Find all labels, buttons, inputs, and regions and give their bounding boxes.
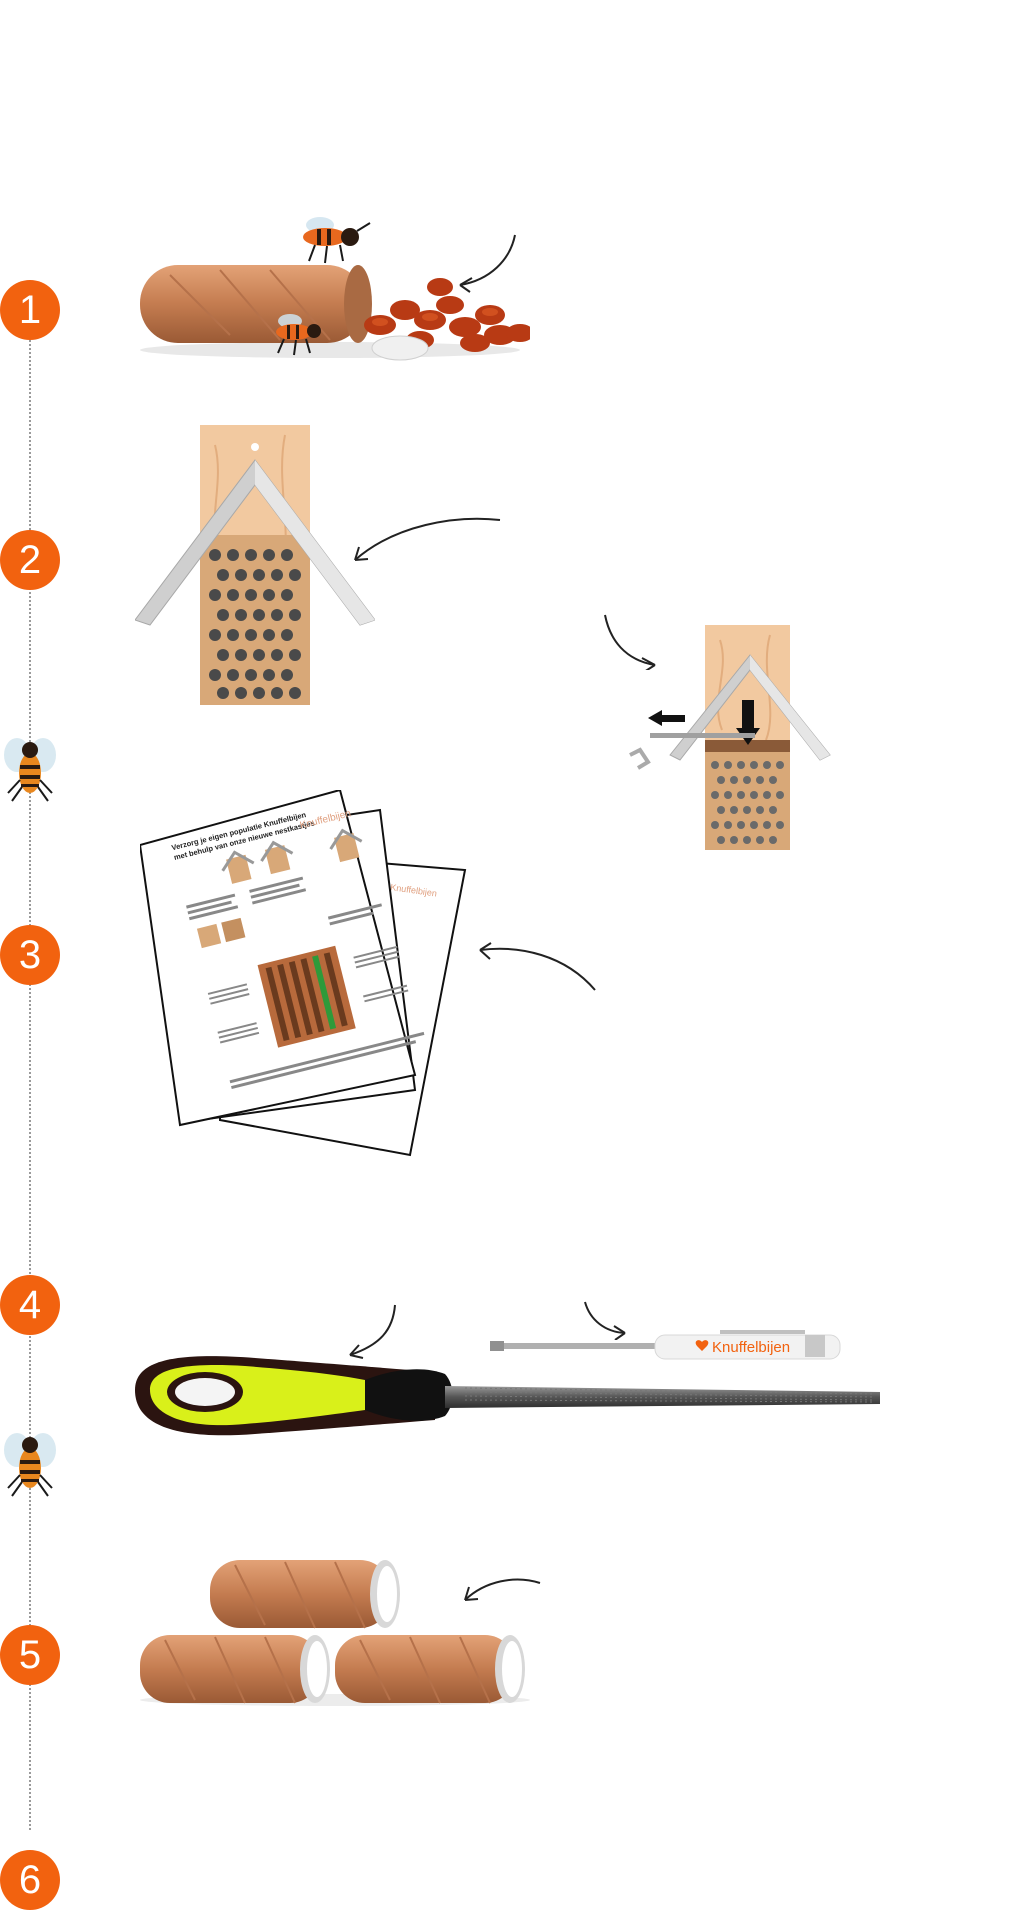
manual-front-page: Verzorg je eigen populatie Knuffelbijen …: [140, 790, 425, 1127]
nest-box-illustration: [135, 425, 375, 705]
bee-icon: [0, 735, 60, 805]
step-number-3: 3: [0, 925, 60, 985]
cocoon-tube-illustration: [130, 215, 530, 365]
reamer-brand-text: Knuffelbijen: [712, 1339, 790, 1356]
step-number-5: 5: [0, 1625, 60, 1685]
file-tool-illustration: [135, 1350, 885, 1445]
arrow-icon: [580, 1300, 630, 1340]
arrow-icon: [600, 610, 660, 670]
reamer-tool-illustration: Knuffelbijen: [490, 1325, 850, 1365]
arrow-icon: [450, 230, 520, 295]
step-number-2: 2: [0, 530, 60, 590]
nest-box-assembly-illustration: [610, 620, 850, 860]
step-number-1: 1: [0, 280, 60, 340]
step-number-4: 4: [0, 1275, 60, 1335]
bee-icon: [0, 1430, 60, 1500]
instruction-manual-illustration: Knuffelbijen Verzorg je eigen populatie …: [140, 790, 480, 1160]
arrow-icon: [460, 1575, 545, 1610]
arrow-icon: [345, 1300, 405, 1360]
step-number-6: 6: [0, 1850, 60, 1910]
heart-logo-icon: [695, 1340, 709, 1351]
arrow-icon: [345, 515, 505, 565]
arrow-icon: [470, 935, 600, 995]
cardboard-tubes-illustration: [135, 1550, 535, 1710]
timeline-dotted-line: [29, 300, 31, 1830]
